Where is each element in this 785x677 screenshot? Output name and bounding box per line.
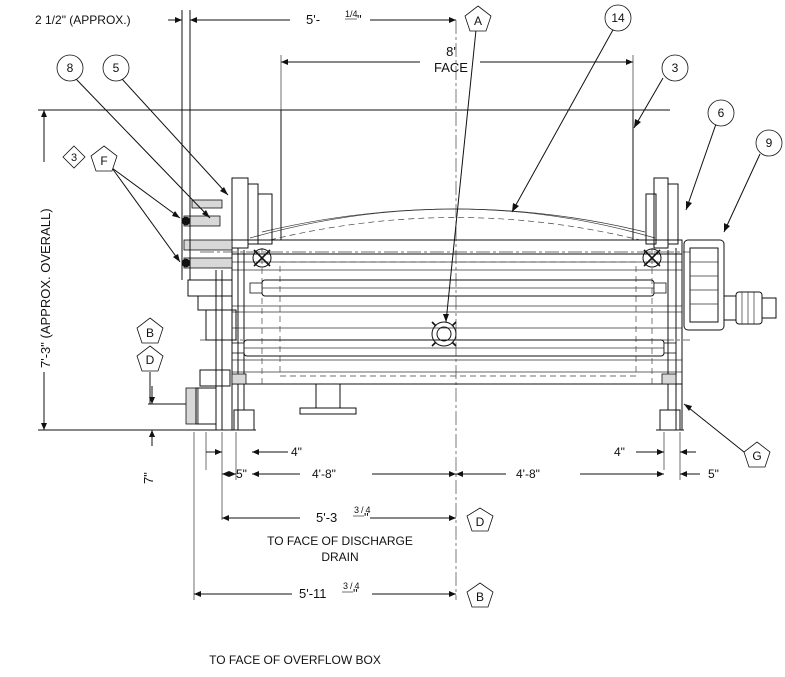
tag-G-label: G bbox=[752, 449, 761, 463]
dim-base-offset: 7" bbox=[141, 472, 156, 484]
dim-top-width-unit: " bbox=[357, 12, 362, 27]
leader-lines bbox=[75, 27, 761, 453]
dim-discharge-whole: 5'-3 bbox=[316, 510, 337, 525]
tag-A-label: A bbox=[474, 14, 482, 28]
dimension-text: 2 1/2" (APPROX.) 5'- 1/4 " 8' FACE 7'-3"… bbox=[35, 9, 719, 667]
dim-face-width: 8' bbox=[446, 44, 456, 59]
balloon-8: 8 bbox=[56, 54, 84, 82]
dim-left-outer: 5" bbox=[236, 467, 247, 481]
tag-diamond-3: 3 bbox=[62, 145, 86, 169]
tag-F: F bbox=[90, 145, 118, 172]
dim-overflow-unit: " bbox=[353, 586, 358, 601]
balloon-9-label: 9 bbox=[766, 136, 773, 150]
dim-top-width-frac: 1/4 bbox=[345, 9, 358, 19]
dim-right-inner: 4" bbox=[614, 445, 625, 459]
tag-G: G bbox=[743, 441, 771, 468]
discharge-note-line1: TO FACE OF DISCHARGE bbox=[267, 534, 413, 548]
tag-B-dim: B bbox=[466, 582, 494, 608]
machine-body bbox=[38, 58, 777, 431]
tag-A: A bbox=[464, 5, 492, 32]
dim-discharge-frac: 3/4 bbox=[354, 505, 373, 515]
balloon-14: 14 bbox=[604, 4, 632, 32]
dim-left-inner: 4" bbox=[291, 445, 302, 459]
tag-diamond-3-label: 3 bbox=[71, 152, 77, 164]
dim-overflow-frac: 3/4 bbox=[343, 581, 362, 591]
balloon-5: 5 bbox=[102, 54, 130, 82]
dim-face-word: FACE bbox=[434, 60, 468, 75]
dim-right-outer: 5" bbox=[708, 467, 719, 481]
balloon-3-top: 3 bbox=[661, 54, 689, 82]
dim-height-overall: 7'-3" (APPROX. OVERALL) bbox=[38, 208, 53, 368]
overflow-note: TO FACE OF OVERFLOW BOX bbox=[209, 653, 381, 667]
tag-D-dim: D bbox=[466, 507, 494, 532]
discharge-note-line2: DRAIN bbox=[321, 550, 358, 564]
dim-overflow-whole: 5'-11 bbox=[299, 586, 327, 601]
centerlines bbox=[200, 20, 690, 600]
balloon-6-label: 6 bbox=[718, 106, 725, 120]
dim-top-left-offset: 2 1/2" (APPROX.) bbox=[35, 13, 131, 27]
dim-top-width-whole: 5'- bbox=[306, 12, 320, 27]
tag-D-side: D bbox=[136, 345, 164, 372]
tag-D-dim-label: D bbox=[476, 515, 485, 529]
dim-discharge-unit: " bbox=[364, 510, 369, 525]
dim-right-half: 4'-8" bbox=[516, 467, 540, 481]
balloon-8-label: 8 bbox=[67, 61, 74, 75]
tag-F-label: F bbox=[100, 154, 107, 168]
balloon-3-label: 3 bbox=[672, 61, 679, 75]
balloon-5-label: 5 bbox=[113, 61, 120, 75]
balloon-6: 6 bbox=[707, 99, 735, 127]
tag-B-side-label: B bbox=[146, 326, 154, 340]
tag-B-side: B bbox=[136, 317, 164, 344]
balloon-14-label: 14 bbox=[611, 11, 625, 25]
tag-B-dim-label: B bbox=[476, 590, 484, 604]
balloon-9: 9 bbox=[755, 129, 783, 157]
tag-D-side-label: D bbox=[146, 353, 155, 367]
dimension-lines bbox=[38, 10, 700, 600]
dim-left-half: 4'-8" bbox=[312, 467, 336, 481]
